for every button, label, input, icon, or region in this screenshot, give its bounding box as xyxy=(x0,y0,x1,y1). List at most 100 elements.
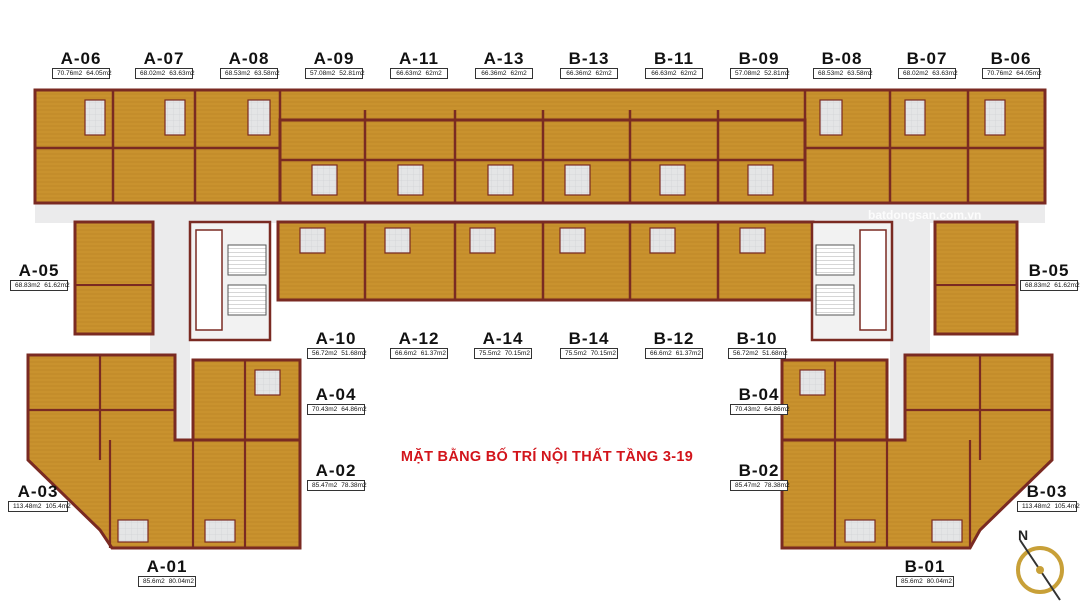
unit-area-net: 61.62m2 xyxy=(1054,282,1080,289)
unit-area-gross: 66.63m2 xyxy=(396,70,422,77)
unit-area-net: 78.38m2 xyxy=(341,482,367,489)
unit-area-gross: 57.08m2 xyxy=(735,70,761,77)
unit-code: A-07 xyxy=(143,49,185,68)
unit-code: B-10 xyxy=(736,329,778,348)
unit-area-net: 51.68m2 xyxy=(762,350,788,357)
unit-area-net: 63.63m2 xyxy=(169,70,195,77)
unit-area-gross: 75.5m2 xyxy=(479,350,501,357)
unit-area-net: 64.86m2 xyxy=(341,406,367,413)
right-lower-wing xyxy=(780,353,1054,550)
unit-area-gross: 66.36m2 xyxy=(481,70,507,77)
unit-area-gross: 66.36m2 xyxy=(566,70,592,77)
unit-area-gross: 68.83m2 xyxy=(15,282,41,289)
unit-area-net: 70.15m2 xyxy=(590,350,616,357)
unit-area-net: 78.38m2 xyxy=(764,482,790,489)
unit-area-gross: 85.6m2 xyxy=(901,578,923,585)
unit-code: A-03 xyxy=(17,482,59,501)
left-lower-wing xyxy=(26,353,302,550)
unit-area-gross: 70.43m2 xyxy=(735,406,761,413)
unit-code: A-08 xyxy=(228,49,270,68)
unit-area-gross: 56.72m2 xyxy=(312,350,338,357)
unit-area-gross: 85.6m2 xyxy=(143,578,165,585)
unit-area-net: 51.68m2 xyxy=(341,350,367,357)
top-apartment-row xyxy=(33,88,1047,205)
unit-area-net: 105.4m2 xyxy=(1054,503,1080,510)
floor-plan-title: MẶT BẰNG BỐ TRÍ NỘI THẤT TẦNG 3-19 xyxy=(400,449,694,465)
unit-area-net: 61.37m2 xyxy=(675,350,701,357)
unit-area-gross: 66.6m2 xyxy=(395,350,417,357)
unit-area-net: 63.63m2 xyxy=(932,70,958,77)
unit-code: A-06 xyxy=(60,49,102,68)
unit-area-net: 64.05m2 xyxy=(1016,70,1042,77)
corridors xyxy=(35,203,1045,465)
unit-code: A-02 xyxy=(315,461,357,480)
unit-code: A-10 xyxy=(315,329,357,348)
unit-area-gross: 68.83m2 xyxy=(1025,282,1051,289)
unit-area-gross: 66.6m2 xyxy=(650,350,672,357)
unit-code: A-13 xyxy=(483,49,525,68)
unit-code: B-07 xyxy=(906,49,948,68)
unit-area-gross: 113.48m2 xyxy=(13,503,42,510)
unit-area-net: 61.62m2 xyxy=(44,282,70,289)
unit-area-gross: 57.08m2 xyxy=(310,70,336,77)
unit-area-net: 62m2 xyxy=(425,70,442,77)
unit-area-net: 62m2 xyxy=(680,70,697,77)
unit-code: A-04 xyxy=(315,385,357,404)
unit-area-net: 52.81m2 xyxy=(764,70,790,77)
unit-code: B-11 xyxy=(654,49,694,68)
compass-icon xyxy=(1016,539,1064,601)
unit-area-net: 64.05m2 xyxy=(86,70,112,77)
unit-code: B-06 xyxy=(990,49,1032,68)
unit-area-gross: 70.76m2 xyxy=(57,70,83,77)
middle-apartment-row xyxy=(276,220,815,302)
unit-code: B-12 xyxy=(653,329,695,348)
unit-area-gross: 85.47m2 xyxy=(735,482,761,489)
unit-area-gross: 70.76m2 xyxy=(987,70,1013,77)
unit-code: A-12 xyxy=(398,329,440,348)
unit-area-net: 61.37m2 xyxy=(420,350,446,357)
watermark: batdongsan.com.vn xyxy=(868,208,982,222)
unit-code: B-08 xyxy=(821,49,863,68)
unit-code: B-04 xyxy=(738,385,780,404)
unit-area-net: 80.04m2 xyxy=(168,578,194,585)
unit-code: B-02 xyxy=(738,461,780,480)
unit-area-net: 62m2 xyxy=(510,70,527,77)
unit-area-net: 63.58m2 xyxy=(847,70,873,77)
unit-code: B-05 xyxy=(1028,261,1070,280)
unit-area-gross: 113.48m2 xyxy=(1022,503,1051,510)
unit-area-gross: 66.63m2 xyxy=(651,70,677,77)
